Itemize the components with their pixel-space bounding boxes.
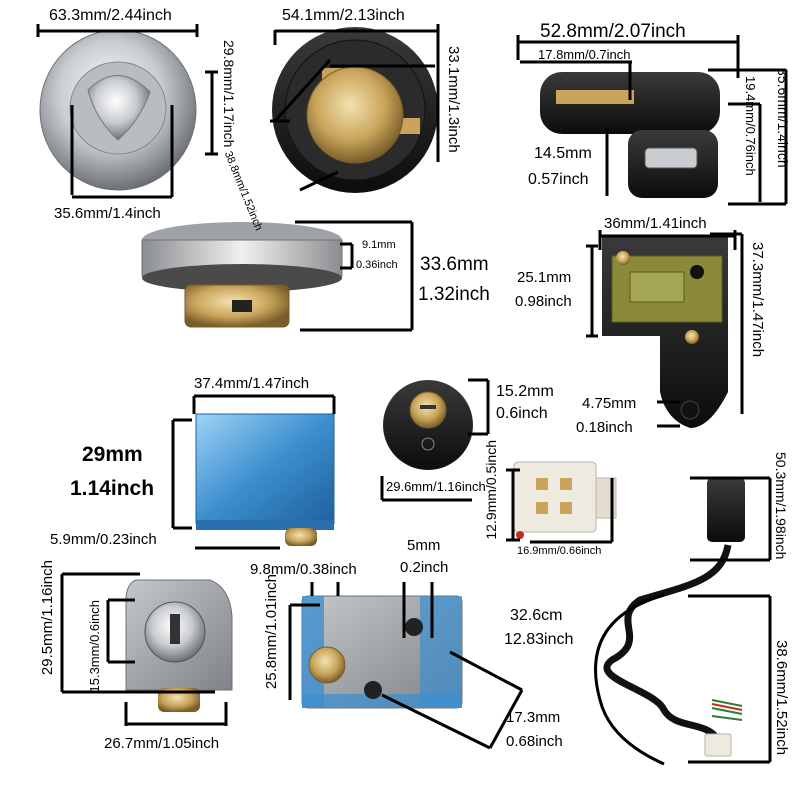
bracket-plate-mm-label: 25.1mm [517,269,572,286]
cap-lip-inch-label: 0.36inch [356,259,398,271]
key-switch-depth-mm-label: 15.2mm [496,383,554,400]
ignition-width-label: 37.4mm/1.47inch [194,375,310,392]
housing-top-label: 9.8mm/0.38inch [250,561,357,578]
fuel-cap-height-label: 29.8mm/1.17inch [221,40,237,148]
side-lock-height-label: 35.6mm/1.4inch [775,68,791,168]
cable-switch-bottom-label: 38.6mm/1.52inch [773,640,790,756]
side-lock-side-label-mm: 14.5mm [534,145,592,162]
cable-length-inch-label: 12.83inch [504,631,574,648]
cap-height-inch-label: 1.32inch [418,284,490,305]
cap-lip-mm-label: 9.1mm [362,239,396,251]
side-lock-width-label: 52.8mm/2.07inch [540,21,686,42]
side-lock-inner-height-label: 19.4mm/0.76inch [743,76,758,176]
key-switch-depth-inch-label: 0.6inch [496,405,548,422]
cable-length-cm-label: 32.6cm [510,607,563,624]
fuel-cap-width-label: 63.3mm/2.44inch [49,7,172,24]
box-lock-key-label: 15.3mm/0.6inch [87,600,102,693]
ignition-pin-label: 5.9mm/0.23inch [50,531,157,548]
cap-side-photo [141,222,343,328]
side-lock-side-label-inch: 0.57inch [528,171,589,188]
housing-diag-mm-label: 17.3mm [506,709,561,726]
bracket-photo [602,236,728,428]
cable-switch-photo [603,478,745,757]
ignition-height-mm-label: 29mm [82,443,143,466]
seat-lock-width-label: 54.1mm/2.13inch [282,7,405,24]
connector-width-label: 16.9mm/0.66inch [517,545,602,557]
ignition-photo [195,413,335,546]
housing-diag-inch-label: 0.68inch [506,733,563,750]
housing-height-label: 25.8mm/1.01inch [263,574,280,690]
cable-switch-top-label: 50.3mm/1.98inch [773,452,789,560]
cap-height-mm-label: 33.6mm [420,254,489,275]
key-switch-photo [383,380,473,470]
ignition-height-inch-label: 1.14inch [70,477,155,500]
bracket-hole-mm-label: 4.75mm [582,395,637,412]
seat-lock-photo [272,27,438,193]
side-lock-inner-width-label: 17.8mm/0.7inch [538,47,631,62]
key-switch-diameter-label: 29.6mm/1.16inch [386,479,486,494]
bracket-height-label: 37.3mm/1.47inch [749,242,766,358]
connector-height-label: 12.9mm/0.5inch [483,440,499,540]
bracket-hole-inch-label: 0.18inch [576,419,633,436]
measurement-lines [36,24,788,766]
housing-hole-mm-label: 5mm [407,537,441,554]
seat-lock-height-label: 33.1mm/1.3inch [445,46,462,153]
housing-photo [301,595,463,709]
bracket-width-label: 36mm/1.41inch [604,215,707,232]
side-lock-photo [540,72,720,198]
fuel-cap-photo [39,29,197,191]
connector-photo [513,461,617,539]
box-lock-width-label: 26.7mm/1.05inch [104,735,220,752]
housing-hole-inch-label: 0.2inch [400,559,449,576]
box-lock-height-label: 29.5mm/1.16inch [39,560,56,676]
bracket-plate-inch-label: 0.98inch [515,293,572,310]
box-lock-photo [125,579,233,712]
fuel-cap-inner-label: 35.6mm/1.4inch [54,205,161,222]
